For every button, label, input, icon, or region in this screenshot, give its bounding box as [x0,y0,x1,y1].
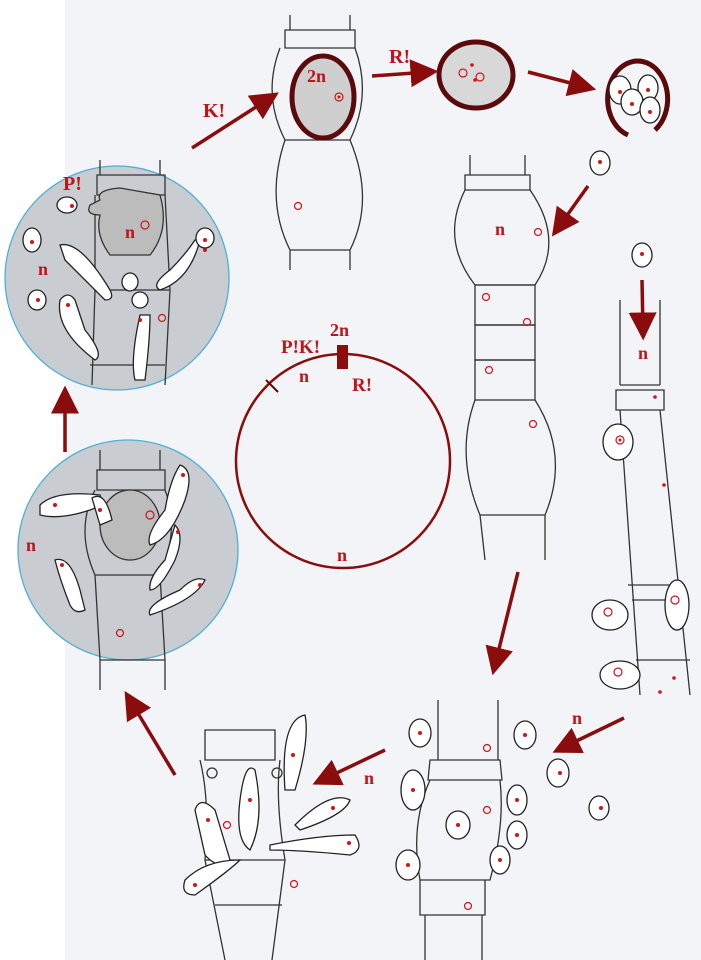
haploid-label: n [638,343,648,363]
arrow-icon [485,571,520,676]
zoospore-filament [591,300,691,696]
zygote-filament [271,15,364,270]
oogonium-nucleus-label: n [125,222,135,242]
meiosis-label: R! [389,46,410,68]
haploid-label: n [495,219,505,239]
vegetative-filament [454,155,557,561]
life-cycle-ring [234,345,452,570]
pollination-label: P! [63,173,82,195]
cycle-pk-label: P!K! [281,337,320,358]
diploid-phase-marker [337,345,348,369]
arrow-icon [312,748,386,786]
fertilization-label: K! [203,100,225,122]
arrow-icon [527,69,597,97]
haploid-label: n [38,259,48,279]
arrow-icon [124,690,177,776]
zygote-ploidy-label: 2n [307,66,326,86]
arrow-icon [628,279,657,341]
germling-filament [183,714,360,960]
haploid-label: n [572,708,582,728]
arrow-icon [371,59,439,88]
settling-zoospores [395,700,610,960]
arrow-icon [551,184,590,237]
cycle-haploid-bottom-label: n [337,545,347,565]
cycle-haploid-top-label: n [299,366,309,386]
arrows [51,59,657,786]
arrow-icon [191,92,279,150]
arrow-icon [552,716,625,753]
zygote [289,53,357,141]
germinating-zygote [605,58,671,138]
cycle-meiosis-label: R! [352,375,372,396]
haploid-label: n [364,768,374,788]
haploid-label: n [26,535,36,555]
cycle-diploid-label: 2n [330,320,349,340]
fertilization-tick [265,379,279,393]
magnified-fertilization [4,160,230,391]
magnified-oogonium [17,439,239,690]
